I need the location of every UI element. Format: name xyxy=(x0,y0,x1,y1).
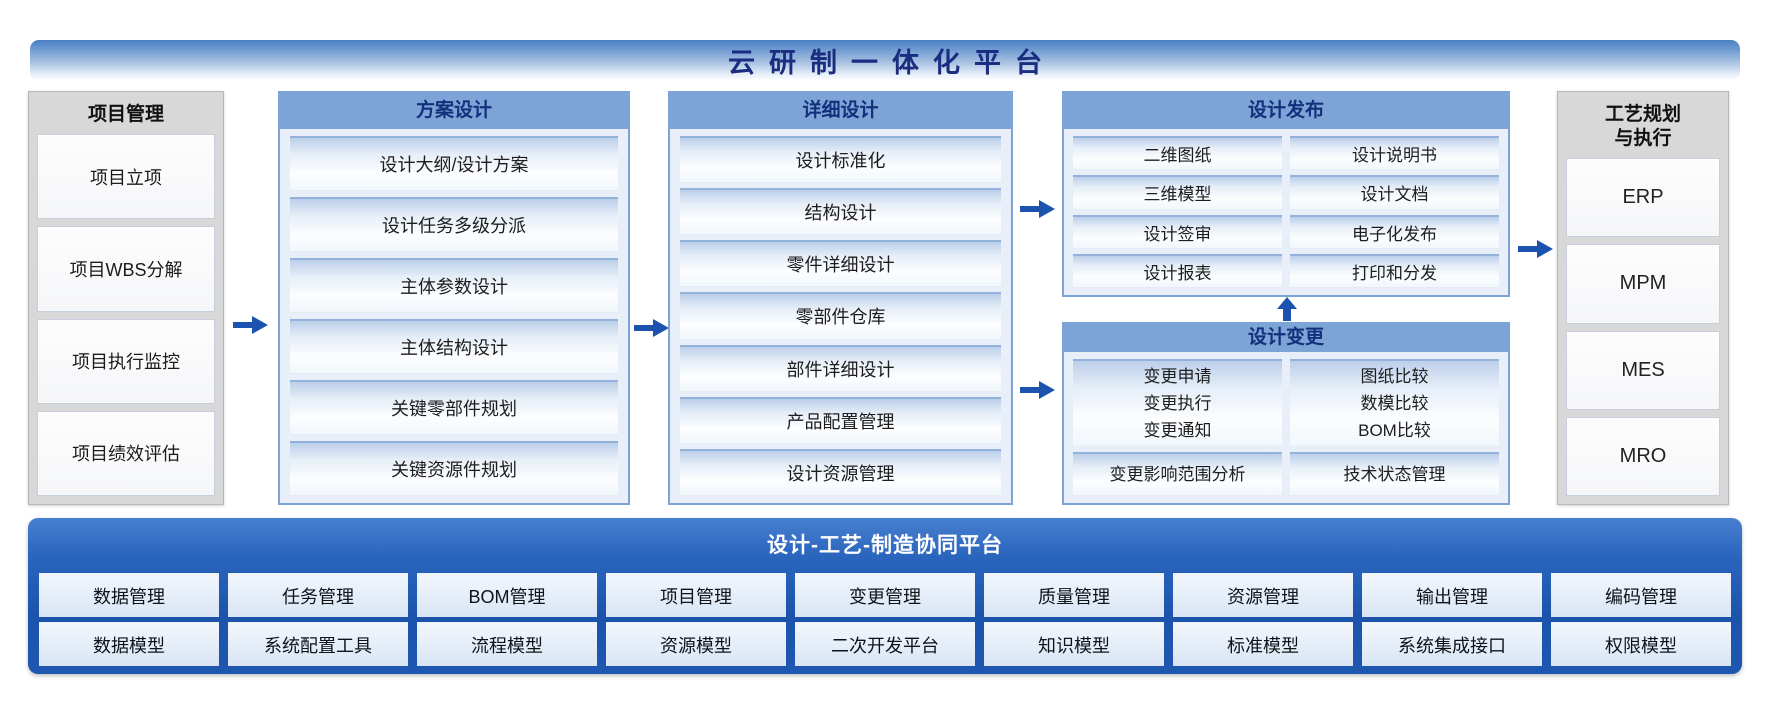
scheme-item: 关键资源件规划 xyxy=(290,441,618,496)
collab-cell: 知识模型 xyxy=(984,622,1164,666)
flow-right-arrow-icon xyxy=(1020,379,1056,401)
compare-cell: 图纸比较 数模比较 BOM比较 xyxy=(1290,359,1499,447)
collab-cell: 资源模型 xyxy=(606,622,786,666)
project-items: 项目立项 项目WBS分解 项目执行监控 项目绩效评估 xyxy=(37,134,215,496)
publish-cell: 三维模型 xyxy=(1073,175,1282,210)
project-header: 项目管理 xyxy=(87,104,164,125)
collab-cell: 流程模型 xyxy=(417,622,597,666)
flow-right-arrow-icon xyxy=(1020,198,1056,220)
collab-cell: 编码管理 xyxy=(1551,573,1731,617)
scheme-item: 主体参数设计 xyxy=(290,258,618,313)
project-item: 项目绩效评估 xyxy=(37,410,215,496)
design-publish-box: 设计发布 二维图纸 设计说明书 三维模型 设计文档 设计签审 电子化发布 设计报… xyxy=(1062,91,1510,297)
collab-row-1: 数据管理 任务管理 BOM管理 项目管理 变更管理 质量管理 资源管理 输出管理… xyxy=(39,573,1731,617)
collab-cell: 质量管理 xyxy=(984,573,1164,617)
collab-cell: 资源管理 xyxy=(1173,573,1353,617)
project-item: 项目立项 xyxy=(37,134,215,220)
collab-cell: 变更管理 xyxy=(795,573,975,617)
publish-grid: 二维图纸 设计说明书 三维模型 设计文档 设计签审 电子化发布 设计报表 打印和… xyxy=(1064,129,1508,295)
process-header: 工艺规划 与执行 xyxy=(1604,104,1681,149)
change-grid: 变更申请 变更执行 变更通知 图纸比较 数模比较 BOM比较 变更影响范围分析 … xyxy=(1064,352,1508,503)
collab-cell: 输出管理 xyxy=(1362,573,1542,617)
change-header: 设计变更 xyxy=(1064,324,1508,352)
project-item: 项目执行监控 xyxy=(37,318,215,404)
collab-cell: BOM管理 xyxy=(417,573,597,617)
scheme-items: 设计大纲/设计方案 设计任务多级分派 主体参数设计 主体结构设计 关键零部件规划… xyxy=(280,129,628,503)
scheme-item: 关键零部件规划 xyxy=(290,380,618,435)
flow-right-arrow-icon xyxy=(233,314,269,336)
process-item: MPM xyxy=(1566,244,1720,324)
detail-item: 零件详细设计 xyxy=(680,240,1001,288)
flow-right-arrow-icon xyxy=(1518,238,1554,260)
publish-cell: 二维图纸 xyxy=(1073,136,1282,171)
publish-cell: 电子化发布 xyxy=(1290,214,1499,249)
process-item: ERP xyxy=(1566,158,1720,238)
scheme-header: 方案设计 xyxy=(280,93,628,129)
publish-cell: 打印和分发 xyxy=(1290,253,1499,288)
detail-item: 设计标准化 xyxy=(680,136,1001,184)
collab-cell: 二次开发平台 xyxy=(795,622,975,666)
scheme-item: 主体结构设计 xyxy=(290,319,618,374)
project-management-column: 项目管理 项目立项 项目WBS分解 项目执行监控 项目绩效评估 xyxy=(28,91,224,505)
title-banner: 云研制一体化平台 xyxy=(30,40,1740,81)
tech-state-cell: 技术状态管理 xyxy=(1290,452,1499,496)
publish-cell: 设计签审 xyxy=(1073,214,1282,249)
detail-item: 部件详细设计 xyxy=(680,344,1001,392)
detail-item: 零部件仓库 xyxy=(680,292,1001,340)
collab-cell: 系统集成接口 xyxy=(1362,622,1542,666)
collab-cell: 标准模型 xyxy=(1173,622,1353,666)
collab-banner: 设计-工艺-制造协同平台 xyxy=(767,534,1003,557)
process-item: MES xyxy=(1566,330,1720,410)
detail-item: 结构设计 xyxy=(680,188,1001,236)
collab-cell: 权限模型 xyxy=(1551,622,1731,666)
publish-cell: 设计报表 xyxy=(1073,253,1282,288)
collab-row-2: 数据模型 系统配置工具 流程模型 资源模型 二次开发平台 知识模型 标准模型 系… xyxy=(39,622,1731,666)
collab-cell: 数据模型 xyxy=(39,622,219,666)
collab-cell: 数据管理 xyxy=(39,573,219,617)
change-request-cell: 变更申请 变更执行 变更通知 xyxy=(1073,359,1282,447)
design-change-box: 设计变更 变更申请 变更执行 变更通知 图纸比较 数模比较 BOM比较 变更影响… xyxy=(1062,322,1510,505)
process-item: MRO xyxy=(1566,416,1720,496)
detailed-design-column: 详细设计 设计标准化 结构设计 零件详细设计 零部件仓库 部件详细设计 产品配置… xyxy=(668,91,1013,505)
collab-cell: 项目管理 xyxy=(606,573,786,617)
detail-item: 产品配置管理 xyxy=(680,396,1001,444)
detail-item: 设计资源管理 xyxy=(680,448,1001,496)
flow-up-arrow-icon xyxy=(1276,297,1298,321)
process-planning-column: 工艺规划 与执行 ERP MPM MES MRO xyxy=(1557,91,1729,505)
scheme-item: 设计大纲/设计方案 xyxy=(290,136,618,191)
collab-cell: 任务管理 xyxy=(228,573,408,617)
publish-cell: 设计说明书 xyxy=(1290,136,1499,171)
process-items: ERP MPM MES MRO xyxy=(1566,158,1720,496)
project-item: 项目WBS分解 xyxy=(37,226,215,312)
scheme-design-column: 方案设计 设计大纲/设计方案 设计任务多级分派 主体参数设计 主体结构设计 关键… xyxy=(278,91,630,505)
publish-cell: 设计文档 xyxy=(1290,175,1499,210)
scheme-item: 设计任务多级分派 xyxy=(290,197,618,252)
detail-header: 详细设计 xyxy=(670,93,1011,129)
change-impact-cell: 变更影响范围分析 xyxy=(1073,452,1282,496)
publish-header: 设计发布 xyxy=(1064,93,1508,129)
flow-right-arrow-icon xyxy=(634,317,670,339)
page-title: 云研制一体化平台 xyxy=(728,48,1056,78)
collab-platform-bar: 设计-工艺-制造协同平台 数据管理 任务管理 BOM管理 项目管理 变更管理 质… xyxy=(28,518,1742,674)
detail-items: 设计标准化 结构设计 零件详细设计 零部件仓库 部件详细设计 产品配置管理 设计… xyxy=(670,129,1011,503)
collab-cell: 系统配置工具 xyxy=(228,622,408,666)
